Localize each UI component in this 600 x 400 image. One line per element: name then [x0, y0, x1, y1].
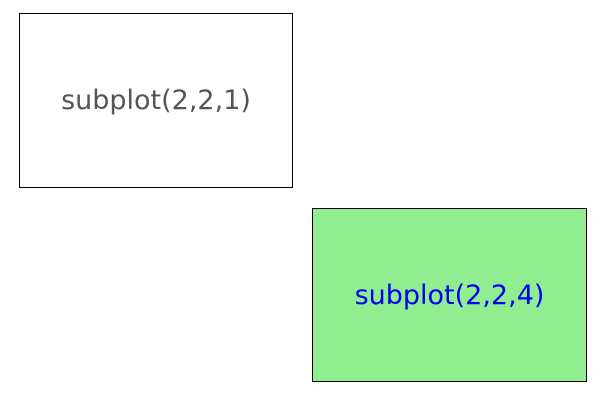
subplot-221-label: subplot(2,2,1)	[61, 85, 251, 116]
subplot-224-label: subplot(2,2,4)	[354, 279, 545, 311]
subplot-axes-221: subplot(2,2,1)	[19, 13, 293, 188]
subplot-axes-224: subplot(2,2,4)	[312, 208, 587, 382]
